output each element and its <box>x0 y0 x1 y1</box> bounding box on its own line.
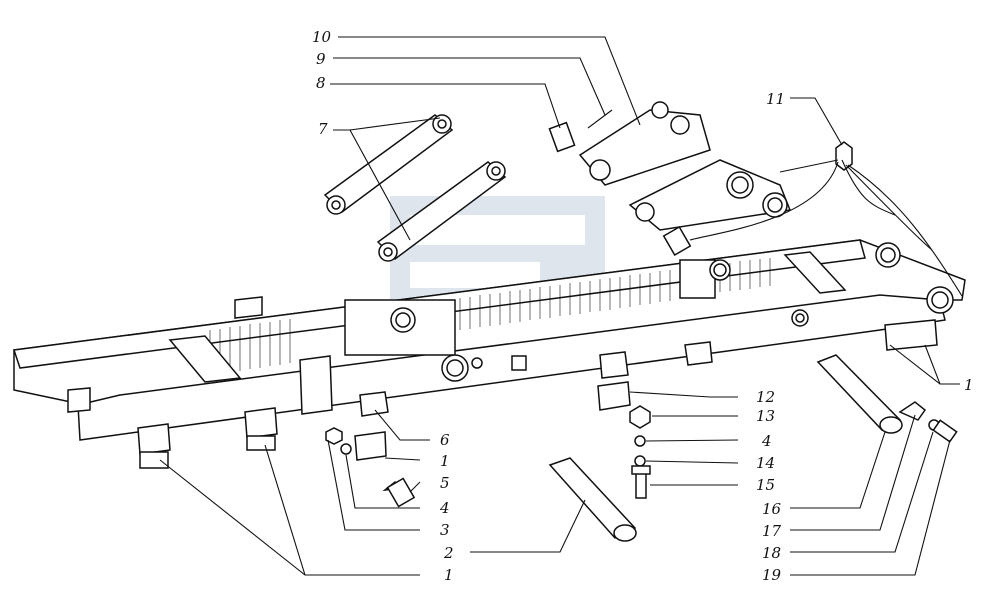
pins <box>548 354 958 542</box>
callout-16: 16 <box>762 500 782 518</box>
fasteners <box>325 405 651 508</box>
callout-2: 2 <box>443 544 454 562</box>
callout-1-center: 1 <box>440 452 450 470</box>
callout-15: 15 <box>756 476 775 494</box>
callout-3: 3 <box>440 521 450 539</box>
callout-labels: 10 9 8 7 11 1 12 13 4 14 15 6 1 5 4 3 2 … <box>312 28 974 584</box>
callout-5: 5 <box>440 474 450 492</box>
callout-10: 10 <box>312 28 332 46</box>
callout-17: 17 <box>762 522 782 540</box>
main-frame <box>13 239 966 441</box>
lever-assembly <box>548 101 853 257</box>
callout-12: 12 <box>756 388 775 406</box>
callout-1-bottom: 1 <box>444 566 454 584</box>
callout-9: 9 <box>316 50 326 68</box>
callout-1-right: 1 <box>964 376 974 394</box>
leader-lines <box>159 36 960 576</box>
callout-4-center: 4 <box>439 499 450 517</box>
mounting-brackets <box>137 381 631 469</box>
lubrication-lines <box>689 159 963 297</box>
links <box>323 114 507 262</box>
callout-19: 19 <box>762 566 782 584</box>
callout-13: 13 <box>756 407 775 425</box>
callout-18: 18 <box>762 544 781 562</box>
callout-8: 8 <box>316 74 326 92</box>
callout-6: 6 <box>440 431 450 449</box>
callout-7: 7 <box>318 120 328 138</box>
callout-14: 14 <box>756 454 775 472</box>
callout-4-right: 4 <box>761 432 772 450</box>
callout-11: 11 <box>766 90 785 108</box>
